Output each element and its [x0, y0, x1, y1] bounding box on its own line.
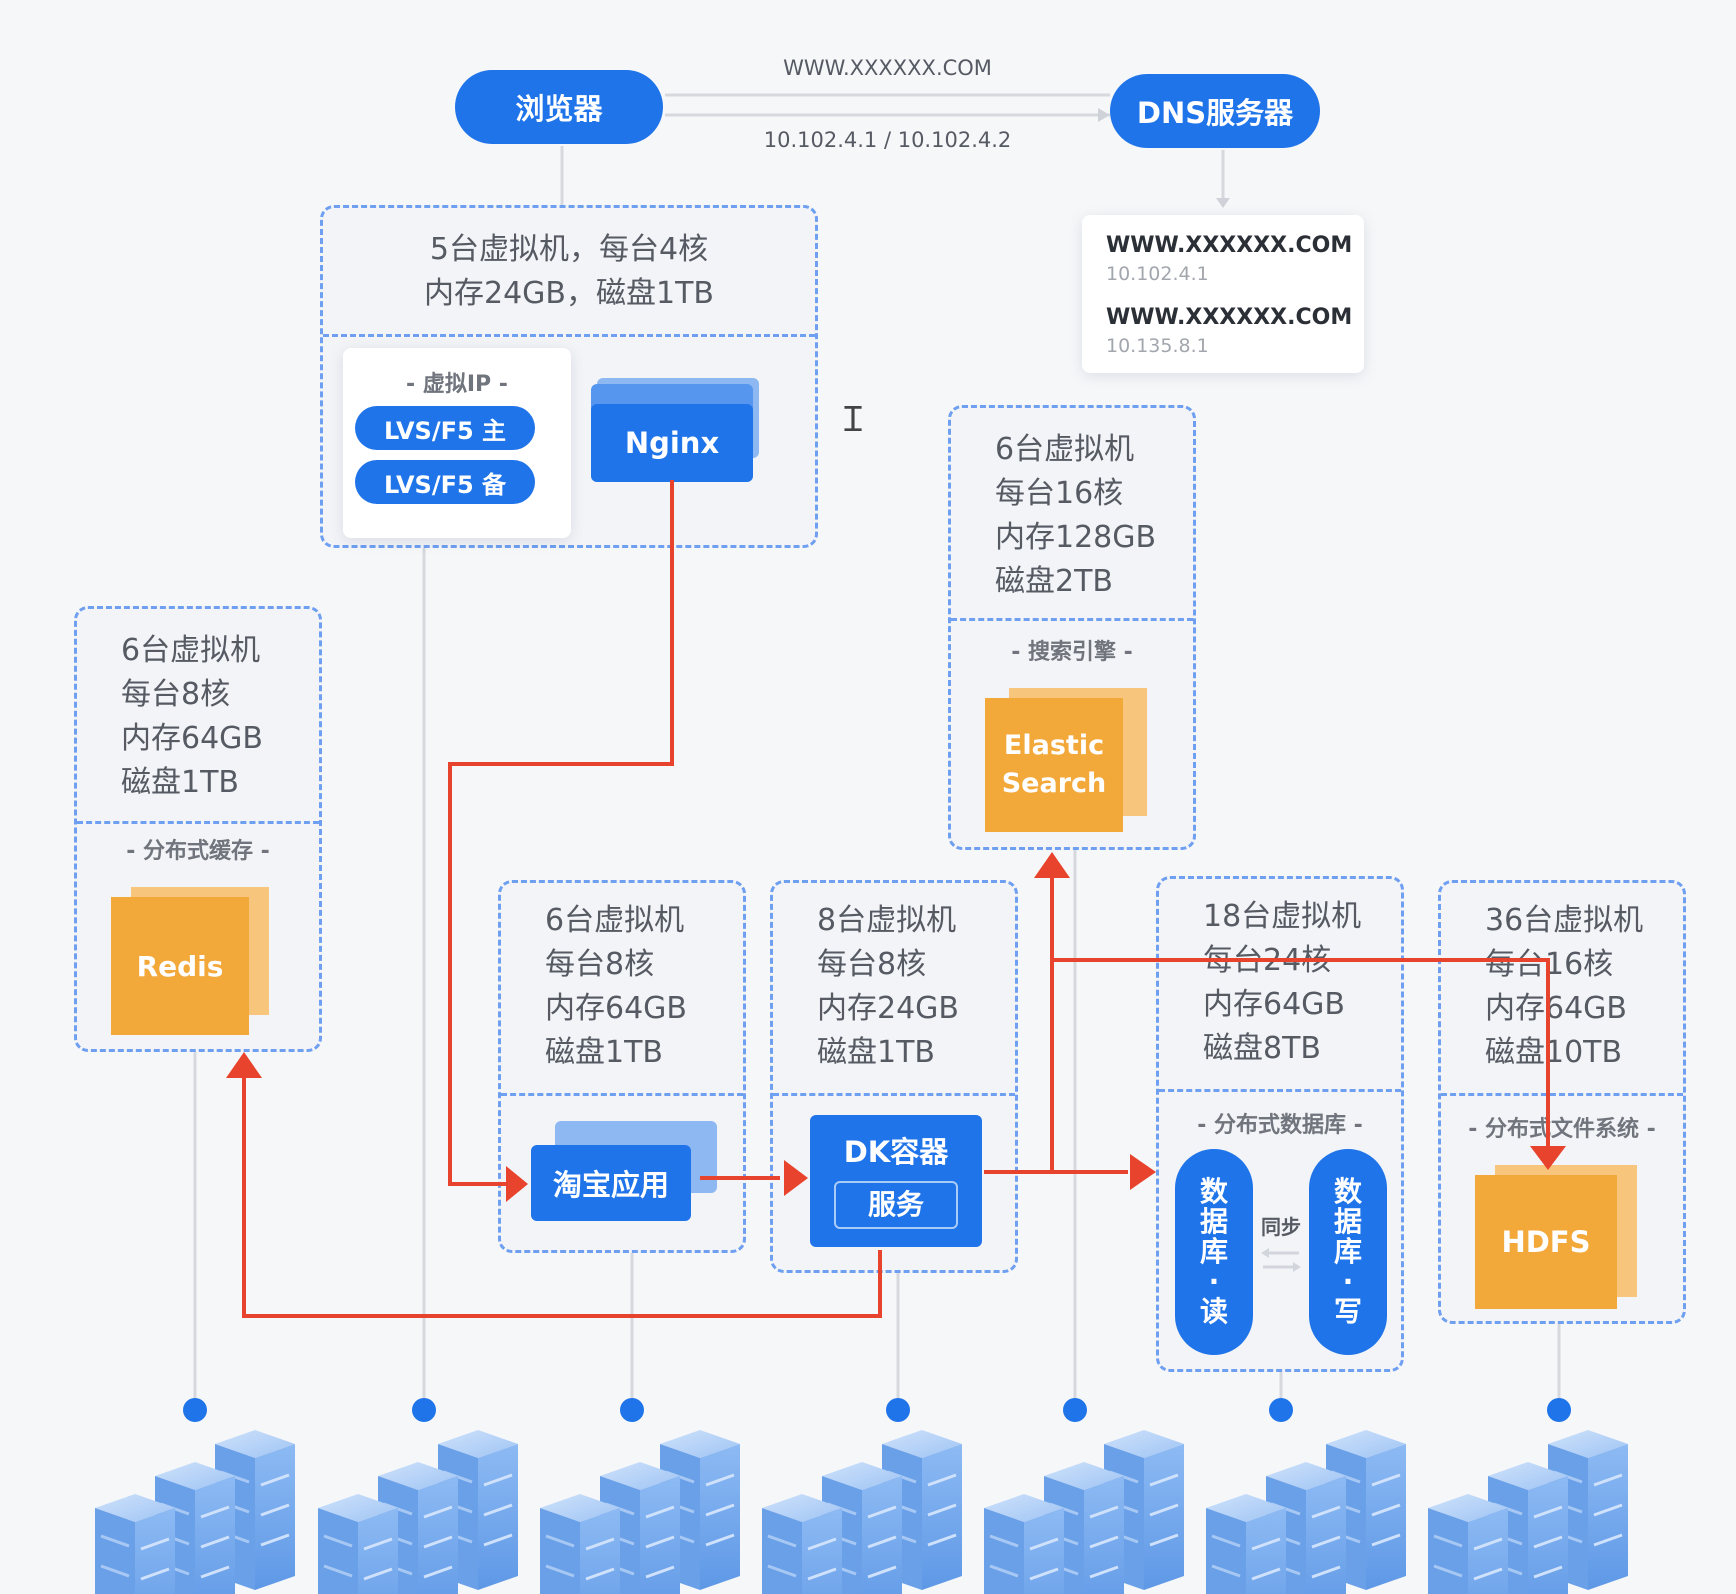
filesystem-panel: 36台虚拟机 每台16核 内存64GB 磁盘10TB - 分布式文件系统 - H…: [1438, 880, 1686, 1324]
node-dot-1: [183, 1398, 207, 1422]
elasticsearch-node: Elastic Search: [985, 698, 1123, 832]
service-spec-line: 每台8核: [817, 947, 927, 982]
virtual-ip-card: - 虚拟IP - LVS/F5 主 LVS/F5 备: [343, 348, 571, 538]
sync-label: 同步: [1261, 1215, 1301, 1239]
cache-spec-line: 磁盘1TB: [121, 765, 239, 800]
app-spec-line: 磁盘1TB: [545, 1035, 663, 1070]
service-panel: 8台虚拟机 每台8核 内存24GB 磁盘1TB DK容器 服务: [770, 880, 1018, 1273]
dns-record-domain: WWW.XXXXXX.COM: [1106, 305, 1353, 330]
flow-service-to-hdfs: [1052, 958, 1550, 1152]
node-dot-3: [620, 1398, 644, 1422]
search-section-label: - 搜索引擎 -: [1011, 640, 1133, 665]
db-spec-line: 内存64GB: [1203, 987, 1346, 1022]
nginx-node: Nginx: [591, 404, 753, 482]
load-balancer-panel: 5台虚拟机，每台4核 内存24GB，磁盘1TB - 虚拟IP - LVS/F5 …: [320, 205, 818, 548]
taobao-app-node: 淘宝应用: [531, 1145, 691, 1221]
app-panel: 6台虚拟机 每台8核 内存64GB 磁盘1TB 淘宝应用: [498, 880, 746, 1253]
sync-arrows-icon: [1261, 1248, 1301, 1272]
virtual-ip-label: - 虚拟IP -: [406, 372, 508, 397]
dk-container-label: DK容器: [843, 1135, 949, 1169]
app-spec-line: 6台虚拟机: [545, 903, 685, 938]
cache-spec-line: 每台8核: [121, 677, 231, 712]
fs-spec-line: 磁盘10TB: [1485, 1035, 1623, 1070]
cache-spec-line: 内存64GB: [121, 721, 264, 756]
dns-record-domain: WWW.XXXXXX.COM: [1106, 233, 1353, 258]
db-read-node: 数 据 库 · 读: [1175, 1149, 1253, 1355]
app-spec-line: 内存64GB: [545, 991, 688, 1026]
db-spec-line: 磁盘8TB: [1203, 1031, 1321, 1066]
service-spec-line: 内存24GB: [817, 991, 960, 1026]
db-section-label: - 分布式数据库 -: [1197, 1113, 1363, 1138]
cache-spec-line: 6台虚拟机: [121, 633, 261, 668]
dns-server-node: DNS服务器: [1110, 74, 1320, 148]
flow-nginx-to-app: [448, 480, 674, 1186]
cache-panel: 6台虚拟机 每台8核 内存64GB 磁盘1TB - 分布式缓存 - Redis: [74, 606, 322, 1052]
node-dot-4: [886, 1398, 910, 1422]
lb-spec-line: 内存24GB，磁盘1TB: [424, 276, 714, 311]
flow-service-to-redis: [242, 1076, 882, 1318]
lvs-backup-node: LVS/F5 备: [355, 460, 535, 504]
redis-node: Redis: [111, 897, 249, 1035]
search-spec-line: 每台16核: [995, 476, 1124, 511]
service-spec-line: 8台虚拟机: [817, 903, 957, 938]
search-spec-line: 6台虚拟机: [995, 432, 1135, 467]
service-node: 服务: [834, 1181, 958, 1229]
lvs-main-node: LVS/F5 主: [355, 406, 535, 450]
browser-node: 浏览器: [455, 70, 663, 144]
search-panel: 6台虚拟机 每台16核 内存128GB 磁盘2TB - 搜索引擎 - Elast…: [948, 405, 1196, 850]
search-spec-line: 磁盘2TB: [995, 564, 1113, 599]
db-write-node: 数 据 库 · 写: [1309, 1149, 1387, 1355]
cache-section-label: - 分布式缓存 -: [126, 839, 270, 864]
text-cursor-icon: Ｉ: [836, 400, 870, 440]
fs-section-label: - 分布式文件系统 -: [1468, 1117, 1656, 1142]
node-dot-7: [1547, 1398, 1571, 1422]
app-spec-line: 每台8核: [545, 947, 655, 982]
lb-spec-line: 5台虚拟机，每台4核: [429, 232, 709, 267]
search-spec-line: 内存128GB: [995, 520, 1157, 555]
dns-record-ip: 10.135.8.1: [1106, 335, 1209, 357]
service-spec-line: 磁盘1TB: [817, 1035, 935, 1070]
fs-spec-line: 内存64GB: [1485, 991, 1628, 1026]
dns-records-card: WWW.XXXXXX.COM 10.102.4.1 WWW.XXXXXX.COM…: [1082, 215, 1364, 373]
node-dot-2: [412, 1398, 436, 1422]
dk-container-node: DK容器 服务: [810, 1115, 982, 1247]
node-dot-5: [1063, 1398, 1087, 1422]
db-spec-line: 18台虚拟机: [1203, 899, 1362, 934]
fs-spec-line: 36台虚拟机: [1485, 903, 1644, 938]
domain-label: WWW.XXXXXX.COM: [783, 56, 992, 80]
ip-label: 10.102.4.1 / 10.102.4.2: [763, 128, 1012, 152]
hdfs-node: HDFS: [1475, 1175, 1617, 1309]
node-dot-6: [1269, 1398, 1293, 1422]
dns-record-ip: 10.102.4.1: [1106, 263, 1209, 285]
